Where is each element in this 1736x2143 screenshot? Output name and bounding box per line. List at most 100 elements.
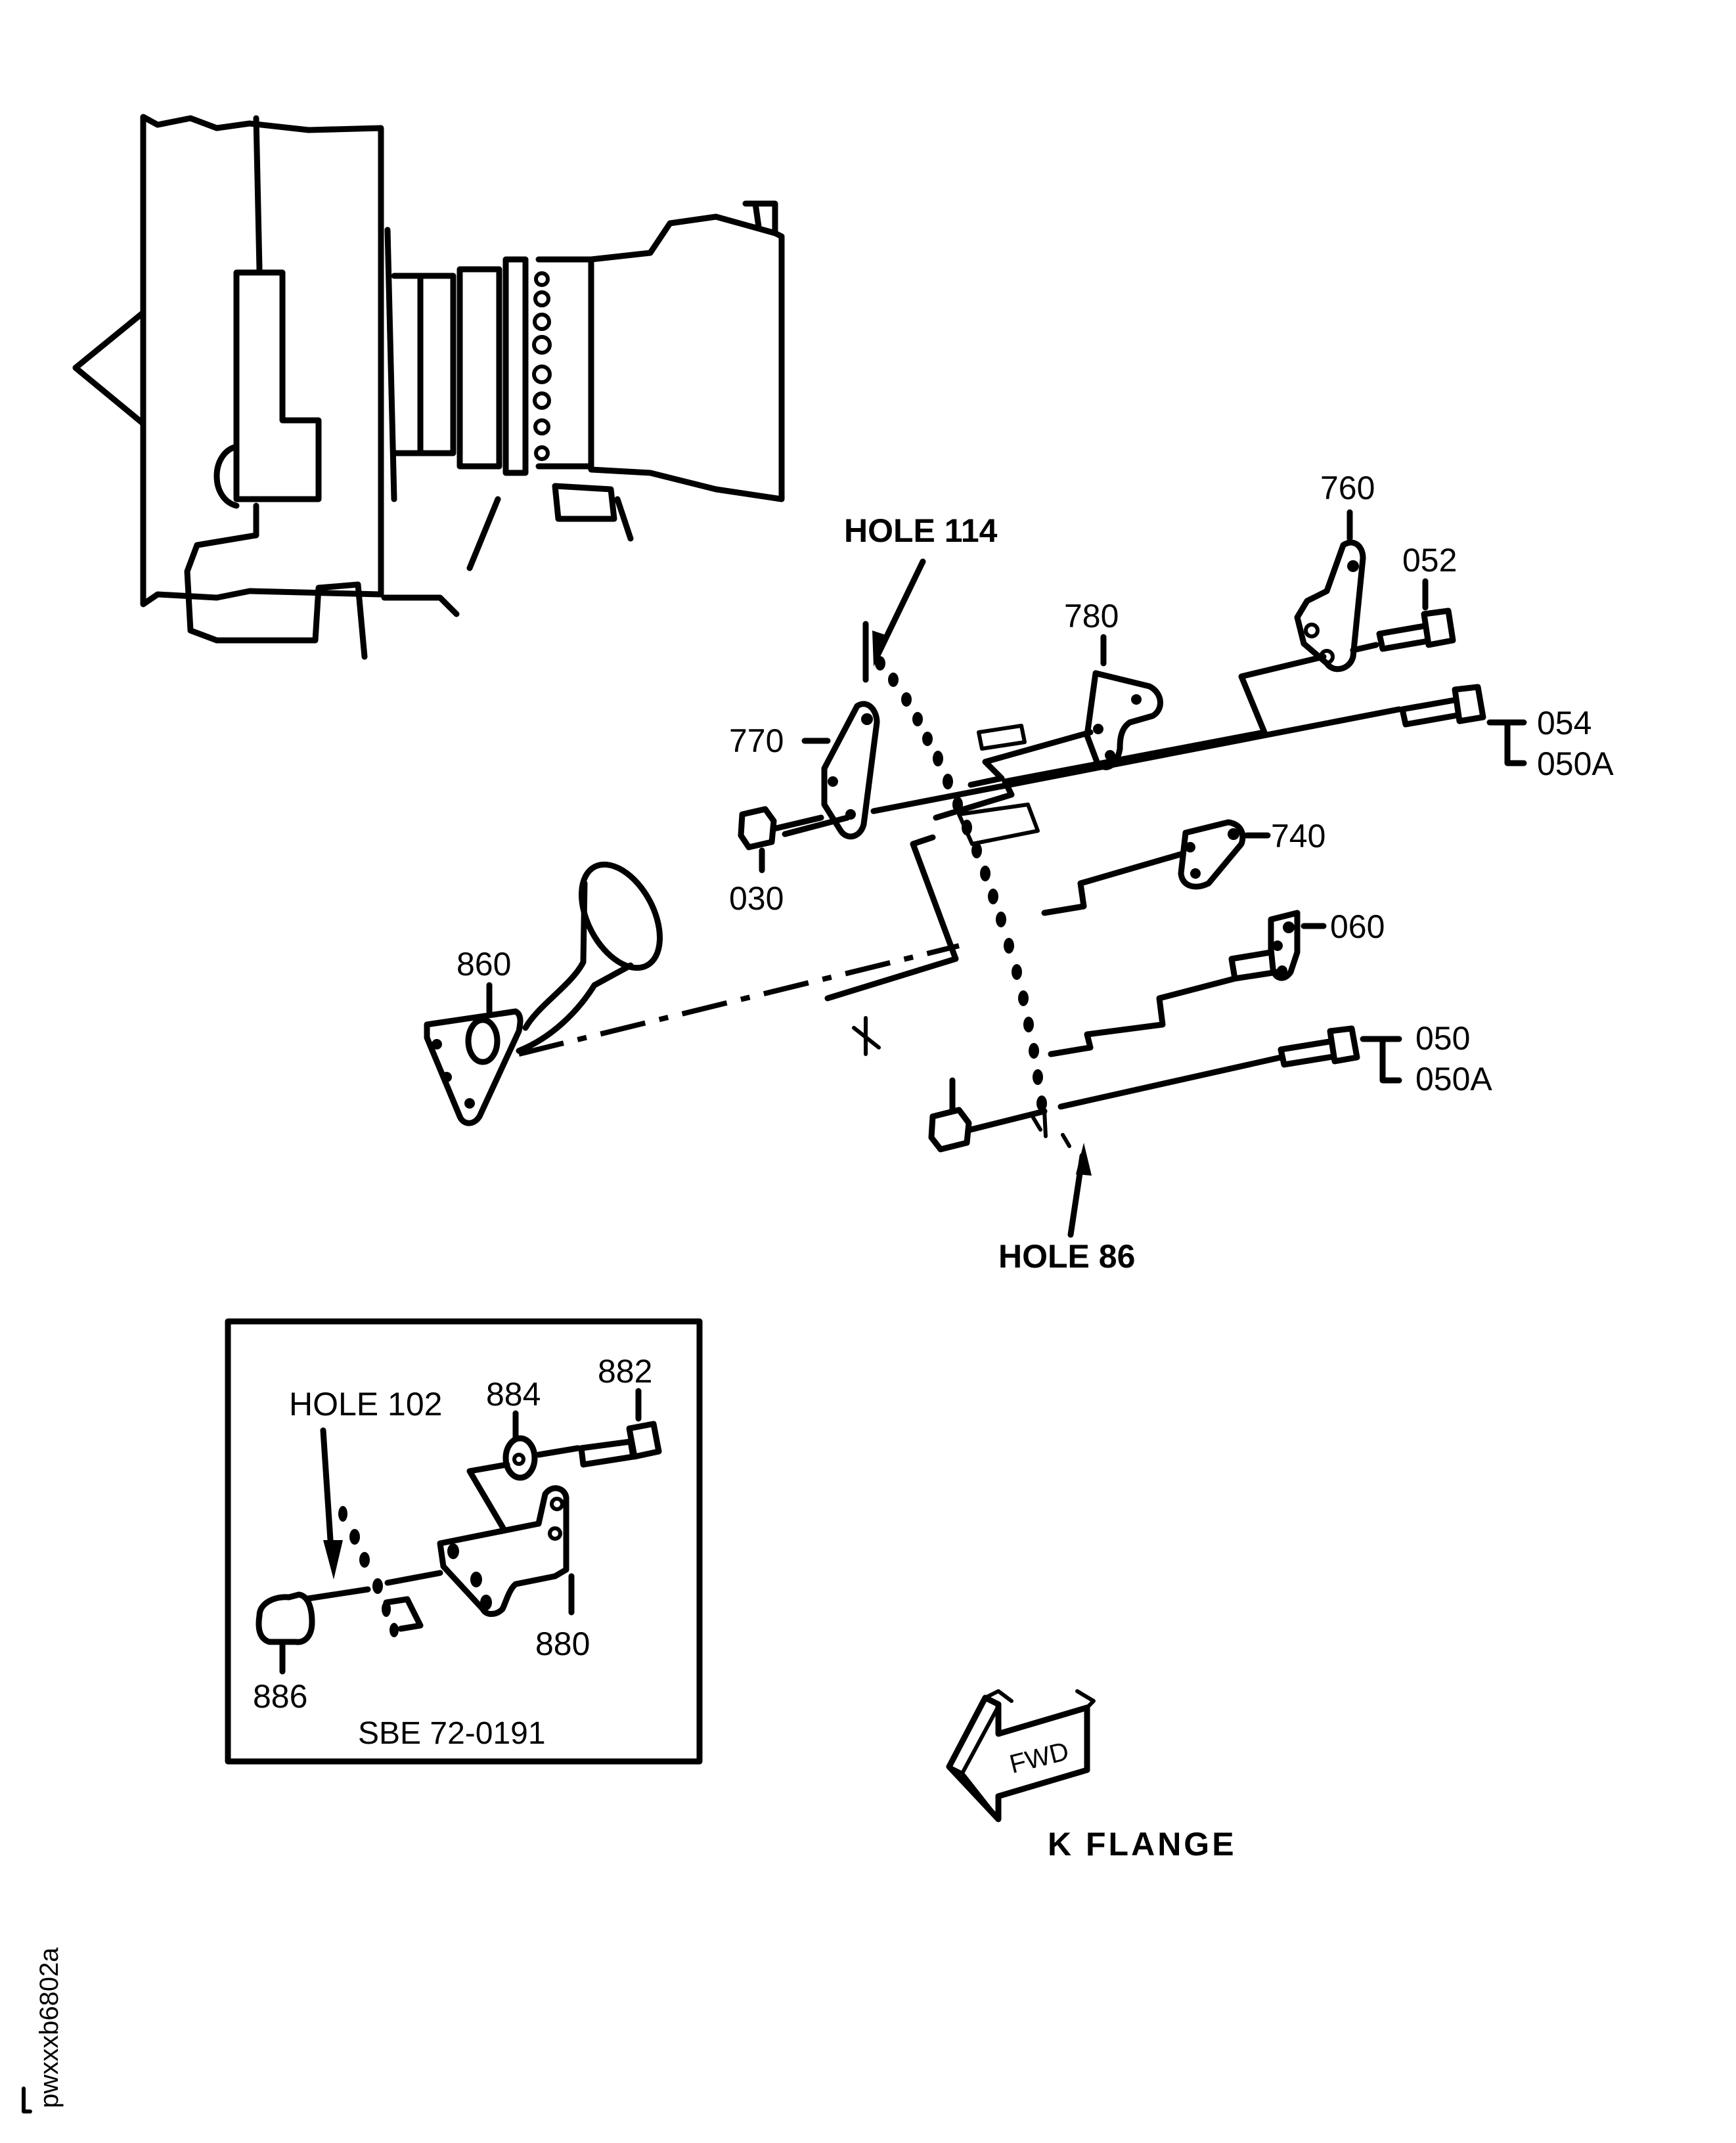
part-060-bolt-line (1048, 949, 1281, 1057)
part-860-centerline (518, 943, 960, 1057)
inset-part-880-hole (548, 1526, 562, 1541)
part-780-hole (1093, 724, 1103, 734)
part-050-bolt-head (1327, 1025, 1360, 1065)
inset-part-886-nut (256, 1591, 315, 1645)
inset-flange-holes (338, 1506, 399, 1637)
engine-locator-sketch (72, 114, 785, 660)
part-030-nut-lower (928, 1107, 972, 1153)
inset-part-884-washer (502, 1435, 538, 1481)
engine-rear-casing (588, 213, 785, 502)
shim-plate (977, 724, 1027, 751)
part-050-bolt-shank (1278, 1038, 1340, 1068)
part-052-bolt-head (1421, 608, 1456, 648)
forward-direction-arrow: FWD (946, 1689, 1096, 1823)
inset-caption: SBE 72-0191 (358, 1716, 546, 1751)
part-740-hole (1228, 828, 1239, 840)
inset-part-884-bore (512, 1453, 525, 1466)
part-060-hole (1272, 940, 1283, 951)
engine-fan-case (140, 114, 384, 608)
bolt-axis-050 (968, 1054, 1284, 1133)
part-860-hole (441, 1072, 452, 1082)
part-054-bolt-head (1452, 684, 1486, 724)
inset-part-882-bolt-shank (578, 1438, 636, 1468)
inset-frame (225, 1318, 703, 1765)
engine-rear-bracket (742, 200, 778, 236)
bolt-axis-054 (782, 706, 1402, 837)
hole-86-arrowhead (1076, 1143, 1092, 1176)
part-860-funnel-body (516, 880, 634, 1054)
part-760-hole (1347, 560, 1359, 572)
hole-86-reference-cross (1031, 1108, 1071, 1148)
part-780-hole (1105, 750, 1115, 761)
callout-780: 780 (1064, 598, 1119, 634)
drawing-id: pwxxxb6802a (22, 1947, 64, 2113)
inset-part-880-hole (480, 1595, 492, 1610)
hole-114-label: HOLE 114 (844, 512, 998, 549)
sbe-inset-panel: HOLE 102 884 882 880 886 SBE (225, 1318, 703, 1765)
callout-050a-bottom: 050A (1415, 1061, 1492, 1097)
callout-052: 052 (1402, 542, 1457, 579)
part-054-bolt-shank (1399, 696, 1465, 728)
inset-link-line (466, 1461, 510, 1534)
inset-callout-882: 882 (598, 1353, 652, 1390)
callout-060: 060 (1330, 908, 1385, 945)
part-060-hole (1283, 921, 1295, 933)
part-740-hole (1185, 842, 1195, 852)
shim-plate (957, 803, 1040, 846)
callout-050-050a-bracket (1360, 1036, 1402, 1084)
hole-86-label: HOLE 86 (998, 1238, 1135, 1275)
drawing-id-text: pwxxxb6802a (35, 1947, 64, 2108)
callout-860: 860 (456, 946, 511, 983)
part-030-nut-upper (738, 806, 777, 851)
part-860-hole (432, 1039, 442, 1049)
callout-050a-top: 050A (1537, 745, 1614, 782)
engine-combustor-band (502, 256, 594, 476)
engine-combustor-holes (532, 271, 552, 461)
part-052-axis (1350, 642, 1379, 653)
engine-nose-cone (72, 309, 146, 427)
engine-fan-split-line (253, 115, 263, 273)
part-770-hole (828, 776, 838, 787)
callout-770: 770 (729, 722, 784, 759)
part-740-hole (1190, 868, 1201, 879)
part-860-funnel-mouth (578, 861, 663, 971)
inset-part-882-bolt-head (626, 1421, 662, 1460)
drawing-id-corner-mark (22, 2087, 32, 2113)
engine-locator-leader (381, 496, 501, 617)
inset-part-880-hole (447, 1543, 459, 1559)
callout-050: 050 (1415, 1020, 1470, 1057)
inset-hole-102-arrow (320, 1427, 335, 1563)
part-860-hole (464, 1098, 475, 1109)
part-860-link (824, 834, 959, 1002)
part-740-bolt-line (1041, 851, 1186, 916)
part-770-bracket (821, 701, 880, 840)
hole-114-arrowhead (872, 630, 888, 667)
inset-part-880-hole (470, 1572, 482, 1587)
engine-gearbox-tube (233, 269, 322, 502)
callout-054: 054 (1537, 705, 1591, 741)
callout-030-upper: 030 (729, 880, 784, 917)
engine-gearbox-knob (213, 443, 240, 509)
engine-core-rings (384, 227, 502, 502)
flange-hole-arc (862, 621, 1071, 1148)
fwd-arrow-depth (947, 1689, 1096, 1821)
inset-hole-102-arrowhead (323, 1540, 343, 1580)
inset-callout-884: 884 (486, 1376, 541, 1413)
part-860-port (465, 1017, 501, 1065)
inset-bolt-axis (535, 1445, 581, 1458)
part-780-bolt-line (968, 729, 1094, 788)
part-770-hole (861, 713, 873, 725)
inset-hole-102-label: HOLE 102 (289, 1386, 442, 1423)
bracket-760-link (933, 653, 1327, 821)
engine-accessory-lower (184, 502, 368, 660)
callout-054-050a-bracket (1486, 719, 1527, 766)
part-780-hole (1131, 694, 1142, 705)
main-exploded-view: HOLE 114 760 052 780 770 (424, 470, 1614, 1275)
callout-760: 760 (1320, 470, 1375, 506)
inset-callout-886: 886 (253, 1678, 307, 1715)
part-030-nut-upper-axis (770, 814, 824, 832)
engine-lower-fitting (552, 483, 634, 542)
part-760-hole (1304, 623, 1320, 638)
inset-part-880-hole (550, 1497, 564, 1511)
